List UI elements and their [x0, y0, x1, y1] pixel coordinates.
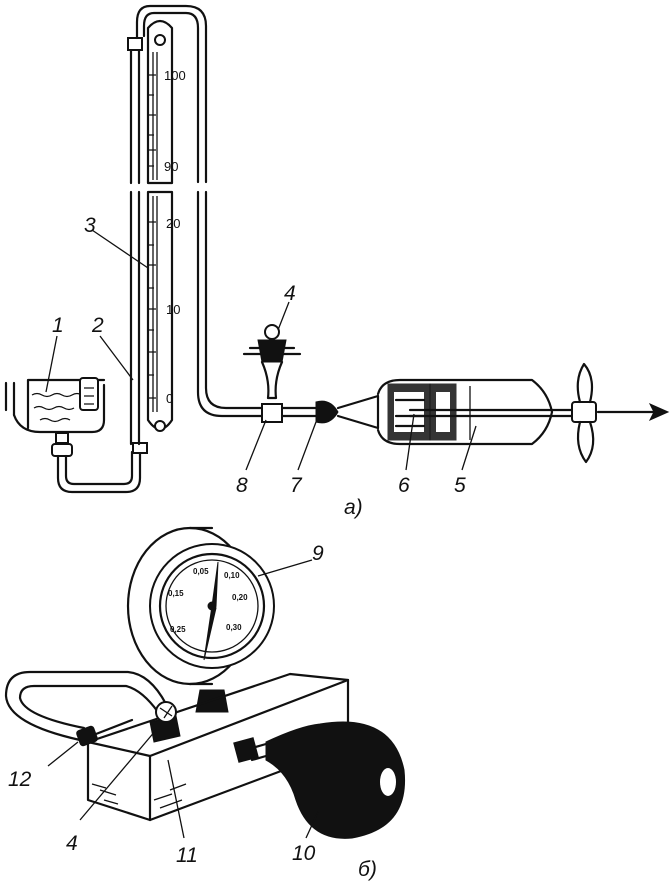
scale-label-20: 20: [166, 216, 180, 231]
dial-mark-2: 0,10: [224, 571, 240, 580]
label-2: 2: [91, 314, 104, 337]
connecting-tube: [56, 450, 142, 494]
scale-label-0: 0: [166, 391, 173, 406]
label-1: 1: [52, 314, 64, 337]
dial-mark-6: 0,30: [226, 623, 242, 632]
caption-a: а): [344, 496, 363, 519]
scale-label-100: 100: [164, 68, 186, 83]
liquid-vessel: [4, 377, 106, 457]
dial-mark-4: 0,20: [232, 593, 248, 602]
bellows-cylinder: [376, 378, 574, 446]
scale-ticks: [148, 74, 156, 399]
scale-label-90: 90: [164, 159, 178, 174]
label-3: 3: [84, 214, 96, 237]
fan-icon: [571, 362, 597, 464]
scale-label-10: 10: [166, 302, 180, 317]
valve: [242, 324, 380, 430]
label-4-b: 4: [66, 832, 78, 855]
manometer: [127, 4, 266, 446]
label-6: 6: [398, 474, 410, 497]
label-5: 5: [454, 474, 466, 497]
label-11: 11: [176, 844, 198, 867]
caption-b: б): [358, 858, 377, 881]
label-8: 8: [236, 474, 248, 497]
figure-a: 100 90 20 10 0: [4, 4, 670, 519]
label-12: 12: [8, 768, 32, 791]
label-10: 10: [292, 842, 316, 865]
label-4-a: 4: [284, 282, 296, 305]
label-9: 9: [312, 542, 324, 565]
bulb-icon: [233, 721, 406, 839]
dial-mark-3: 0,15: [168, 589, 184, 598]
dial-mark-1: 0,05: [193, 567, 209, 576]
gauge-icon: 0,05 0,10 0,15 0,20 0,25 0,30: [126, 526, 275, 713]
figure-b: 0,05 0,10 0,15 0,20 0,25 0,30: [4, 526, 406, 881]
valve-b: [149, 701, 181, 743]
hose: [4, 670, 168, 747]
dial-mark-5: 0,25: [170, 625, 186, 634]
arrow-right-icon: [596, 402, 670, 422]
label-7: 7: [290, 474, 303, 497]
